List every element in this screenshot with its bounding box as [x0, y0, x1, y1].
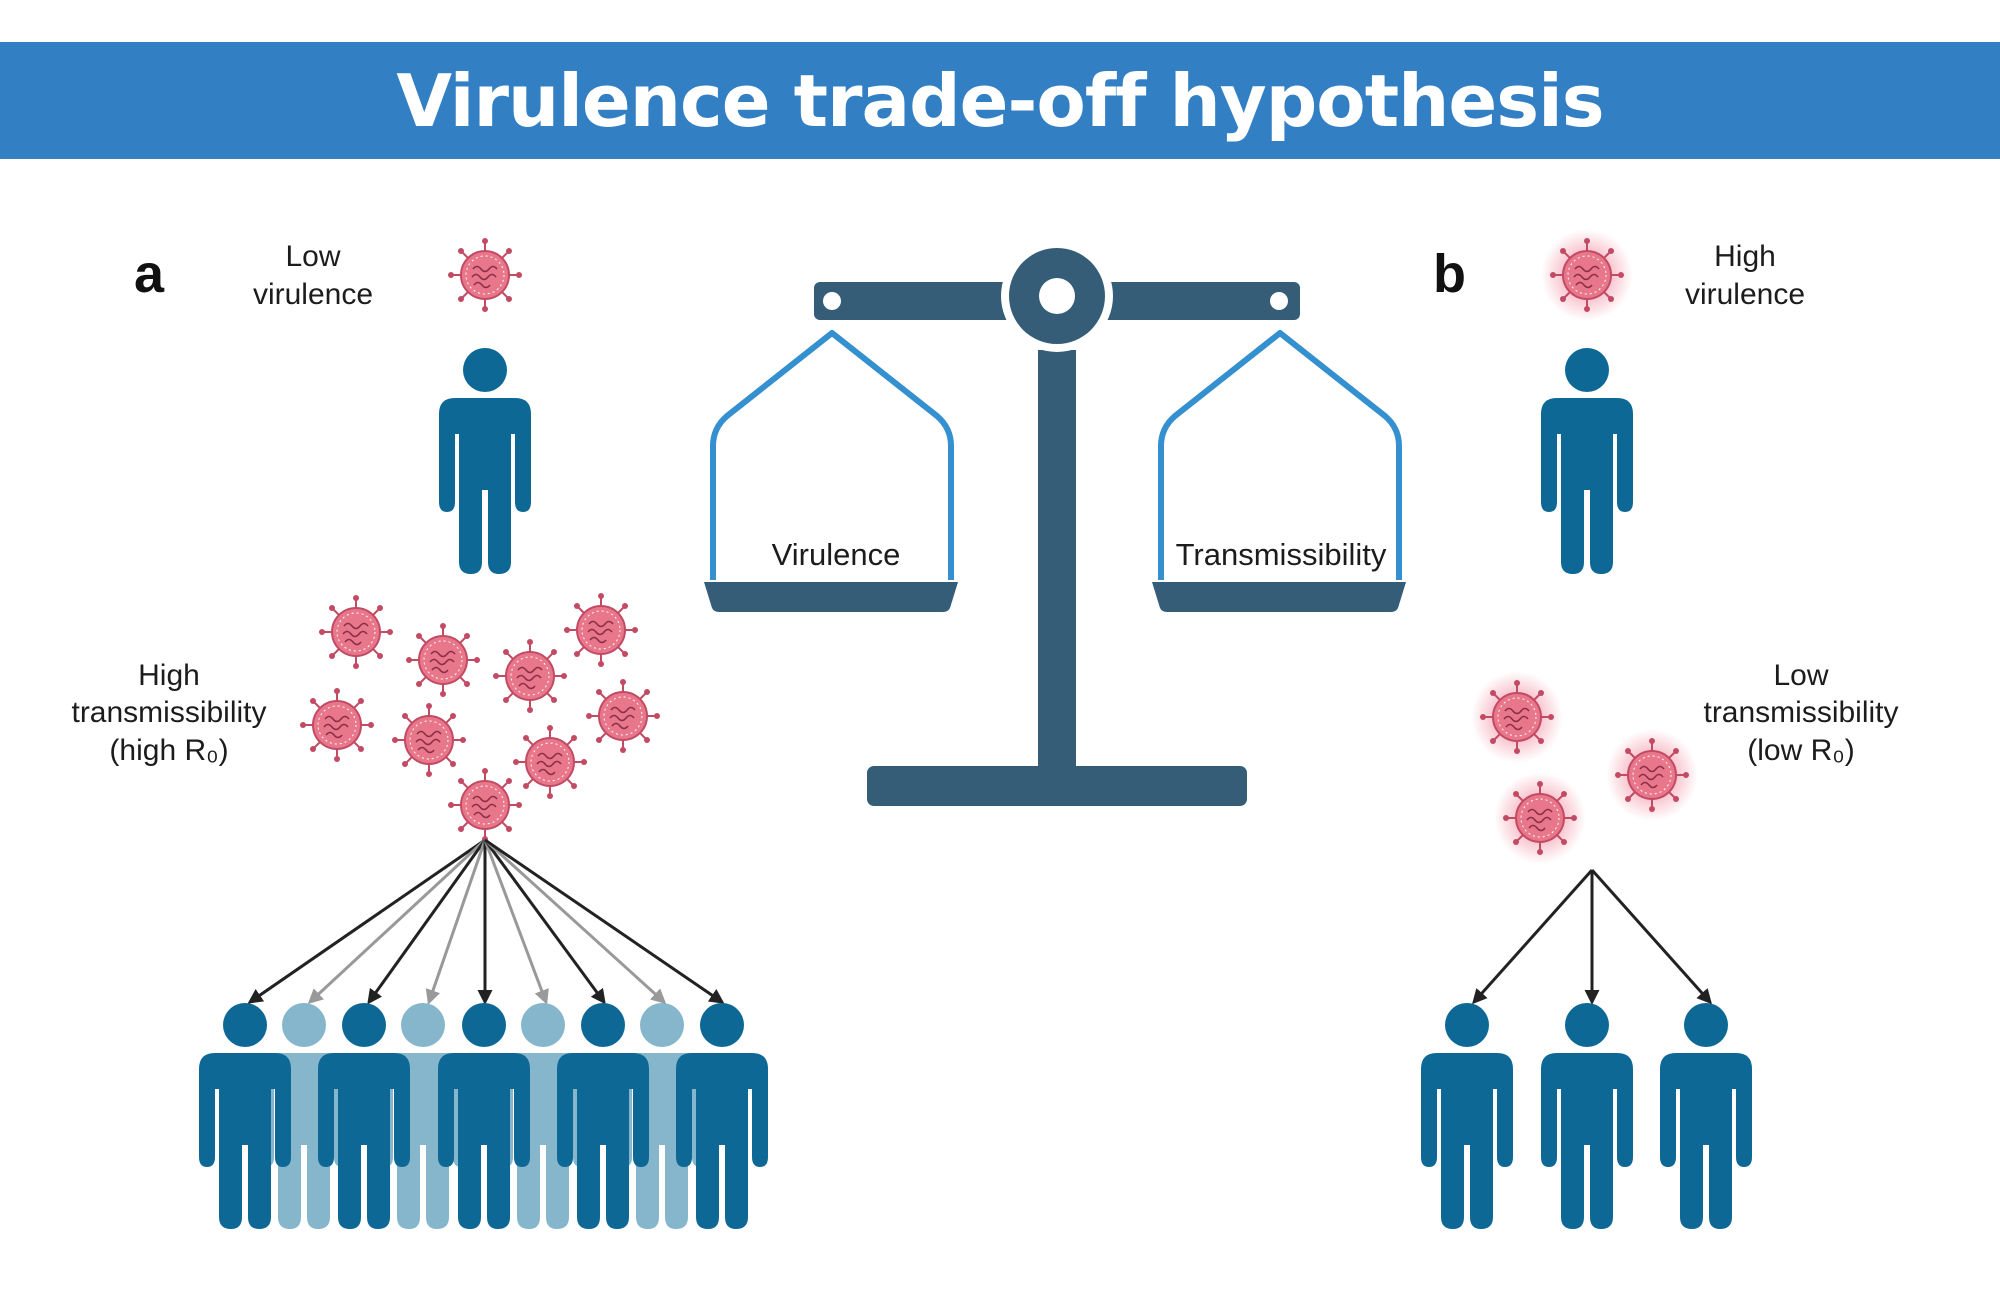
- beam-pin: [823, 292, 841, 310]
- infected-crowd-b: [1421, 1003, 1752, 1229]
- person-icon: [199, 1003, 291, 1229]
- person-icon: [258, 1003, 350, 1229]
- left-pan-rope: [710, 330, 954, 580]
- virus-icon: [405, 622, 481, 698]
- virus-icon: [447, 767, 523, 843]
- transmission-arrows-b: [1472, 869, 1712, 1005]
- arrow: [247, 838, 486, 1004]
- page-title: Virulence trade-off hypothesis: [396, 58, 1604, 143]
- left-pan: [704, 582, 958, 612]
- virus-icon: [318, 594, 394, 670]
- virus-icon: [299, 687, 375, 763]
- right-pan-rope: [1158, 330, 1402, 580]
- infected-crowd-a: [199, 1003, 768, 1229]
- panel-b-virulence-label-line1: High: [1714, 240, 1776, 273]
- panel-b-virulence-label-line2: virulence: [1685, 278, 1805, 311]
- panel-a-virulence-label-line2: virulence: [253, 278, 373, 311]
- scale-base: [867, 766, 1247, 806]
- arrow: [483, 838, 667, 1005]
- scale-post: [1038, 350, 1076, 778]
- virus-cluster-high: [299, 592, 661, 843]
- arrow: [307, 838, 487, 1005]
- panel-a-letter: a: [134, 244, 165, 304]
- glowing-virus-icon: [1471, 671, 1563, 763]
- beam-pin: [1270, 292, 1288, 310]
- panel-a-transmission-label-line2: transmissibility: [71, 696, 266, 729]
- panel-b-transmission-label-line2: transmissibility: [1703, 696, 1898, 729]
- glowing-virus-icon: [1606, 729, 1698, 821]
- panel-a-transmission-label-line1: High: [138, 659, 200, 692]
- glowing-virus-icon: [1494, 772, 1586, 864]
- panel-a-transmission-label-line3: (high R₀): [109, 734, 228, 767]
- virus-icon: [585, 678, 661, 754]
- virus-cluster-low: [1471, 671, 1698, 864]
- person-icon: [318, 1003, 410, 1229]
- left-pan-label: Virulence: [772, 537, 901, 572]
- arrow: [367, 839, 487, 1005]
- arrow: [1590, 869, 1712, 1005]
- arrow: [1472, 869, 1594, 1005]
- person-icon: [377, 1003, 469, 1229]
- arrow: [483, 839, 549, 1005]
- person-icon: [676, 1003, 768, 1229]
- right-pan: [1152, 582, 1406, 612]
- arrow: [484, 838, 725, 1004]
- panel-b-transmission-label-line1: Low: [1773, 659, 1828, 692]
- virus-icon: [512, 724, 588, 800]
- person-icon: [497, 1003, 589, 1229]
- panel-b-letter: b: [1433, 244, 1466, 304]
- person-icon: [616, 1003, 708, 1229]
- panel-b-transmission-label-line3: (low R₀): [1747, 734, 1854, 767]
- virus-icon: [391, 702, 467, 778]
- person-icon: [1421, 1003, 1513, 1229]
- host-person-icon: [439, 348, 531, 574]
- pivot-hole: [1039, 278, 1075, 314]
- virus-icon: [492, 638, 568, 714]
- right-pan-label: Transmissibility: [1176, 537, 1387, 572]
- arrow: [483, 839, 606, 1005]
- glowing-virus-icon: [1541, 229, 1633, 321]
- person-icon: [438, 1003, 530, 1229]
- virus-icon: [563, 592, 639, 668]
- transmission-arrows-a: [247, 838, 725, 1005]
- panel-a-virulence-label-line1: Low: [285, 240, 340, 273]
- title-banner: Virulence trade-off hypothesis: [0, 42, 2000, 159]
- balance-scale-icon: [704, 240, 1406, 806]
- virus-icon: [447, 237, 523, 313]
- person-icon: [557, 1003, 649, 1229]
- arrow: [425, 839, 487, 1005]
- host-person-icon: [1541, 348, 1633, 574]
- person-icon: [1541, 1003, 1633, 1229]
- person-icon: [1660, 1003, 1752, 1229]
